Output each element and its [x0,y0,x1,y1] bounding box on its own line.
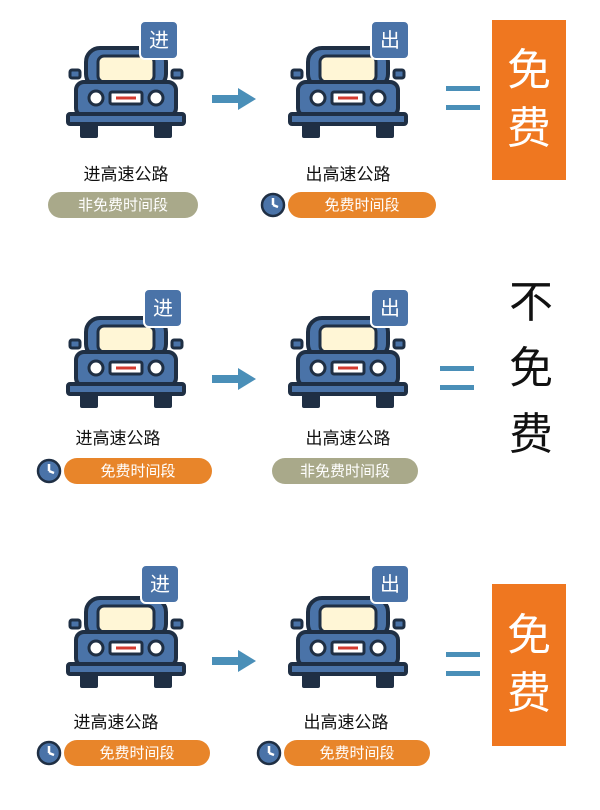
clock-icon [36,458,62,484]
arrow-right-icon [212,368,256,390]
exit-time-badge: 免费时间段 [288,192,436,218]
result-char: 免 [509,343,553,394]
car-icon [288,312,408,412]
entry-time-badge: 免费时间段 [64,740,210,766]
exit-caption: 出高速公路 [303,713,389,733]
arrow-right-icon [212,88,256,110]
equals-icon [446,652,480,676]
exit-time-badge: 非免费时间段 [272,458,418,484]
scenario-2: 进 进高速公路 免费时间段 出 出高速公路 非免费时间段 不 免 [0,270,600,530]
exit-tag: 出 [370,20,410,60]
result-char: 免 [507,45,551,96]
result-char: 免 [507,610,551,661]
equals-icon [446,86,480,110]
entry-tag: 进 [140,564,180,604]
result-not-free: 不 免 费 [498,270,564,468]
exit-tag: 出 [370,564,410,604]
entry-caption: 进高速公路 [73,713,159,733]
scenario-3: 进 进高速公路 免费时间段 出 出高速公路 免费时间段 [0,550,600,810]
entry-caption: 进高速公路 [83,165,169,185]
result-char: 费 [507,668,551,719]
result-char: 费 [507,103,551,154]
arrow-right-icon [212,650,256,672]
car-icon [66,42,186,142]
car-icon [66,592,186,692]
entry-time-badge: 免费时间段 [64,458,212,484]
exit-caption: 出高速公路 [305,165,391,185]
result-free-box: 免 费 [492,20,566,180]
exit-time-badge: 免费时间段 [284,740,430,766]
equals-icon [440,366,474,390]
entry-time-badge: 非免费时间段 [48,192,198,218]
entry-tag: 进 [143,288,183,328]
car-icon [288,42,408,142]
clock-icon [36,740,62,766]
result-char: 费 [509,409,553,460]
result-free-box: 免 费 [492,584,566,746]
exit-caption: 出高速公路 [305,429,391,449]
result-char: 不 [509,277,553,328]
car-icon [66,312,186,412]
exit-tag: 出 [370,288,410,328]
clock-icon [260,192,286,218]
entry-tag: 进 [139,20,179,60]
car-icon [288,592,408,692]
scenario-1: 进 进高速公路 非免费时间段 出 出高速公路 免费时间段 免 费 [0,0,600,260]
entry-caption: 进高速公路 [75,429,161,449]
clock-icon [256,740,282,766]
